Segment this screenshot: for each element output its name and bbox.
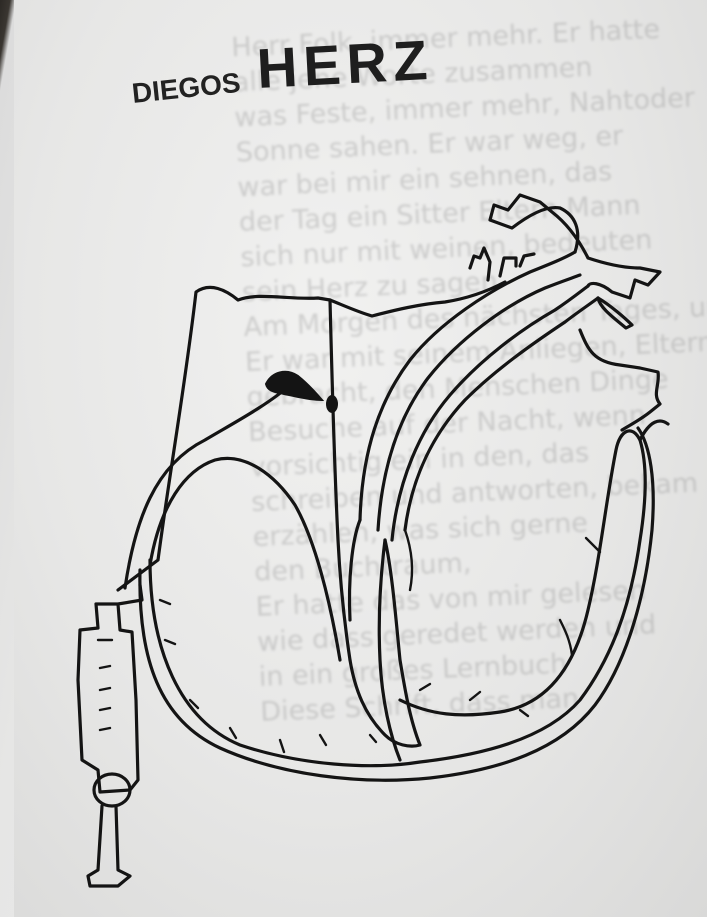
- valve-node: [327, 396, 337, 412]
- pulmonary-right-arm: [598, 298, 632, 328]
- atrial-septum: [330, 300, 350, 660]
- title-diegos: DIEGOS: [130, 67, 242, 109]
- right-atrium-outline: [118, 287, 330, 590]
- ventricle-outer: [150, 431, 645, 766]
- tick-10: [160, 600, 170, 604]
- ventricle-inner: [140, 428, 653, 780]
- tick-9: [165, 640, 175, 644]
- left-atrium-right: [580, 330, 660, 430]
- tick-2: [560, 620, 572, 655]
- aortic-branch-2: [500, 258, 516, 276]
- tick-4: [420, 684, 430, 690]
- aortic-branch-3: [520, 254, 534, 266]
- aorta-tail: [405, 530, 412, 590]
- aorta-outer: [360, 252, 575, 520]
- tick-6: [280, 740, 284, 752]
- pulmonary-outer: [392, 286, 588, 540]
- aortic-branch-1: [470, 248, 490, 280]
- ventricular-septum: [350, 540, 420, 746]
- tick-1: [586, 538, 600, 552]
- tick-3: [470, 692, 480, 700]
- tick-11: [370, 735, 376, 742]
- right-atrium-inner-2: [150, 458, 340, 660]
- aorta-left-wall: [349, 520, 360, 620]
- syringe-icon: [78, 585, 142, 886]
- tick-12: [520, 710, 528, 716]
- tick-7: [230, 728, 236, 738]
- pulmonary-fork: [490, 195, 660, 298]
- title-herz: HERZ: [255, 28, 435, 100]
- tick-5: [320, 735, 326, 745]
